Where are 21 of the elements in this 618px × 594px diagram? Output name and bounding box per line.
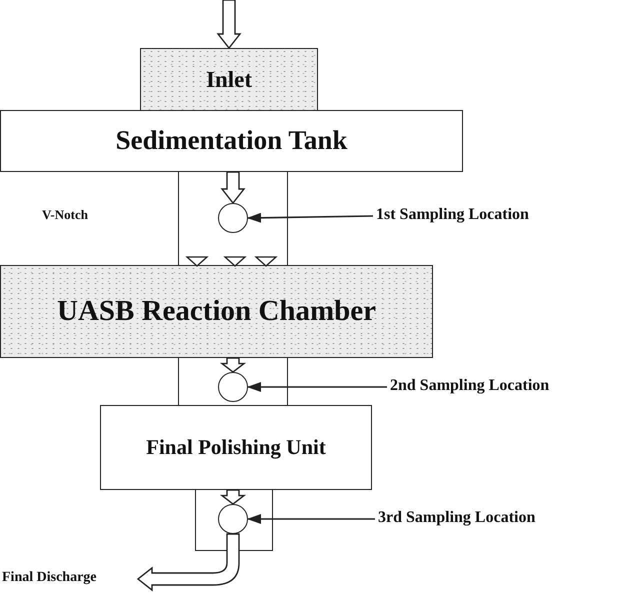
flow-arrow — [137, 533, 240, 591]
sedimentation-tank — [0, 110, 463, 172]
tank-label: UASB Reaction Chamber — [57, 296, 376, 328]
polishing-unit — [100, 405, 372, 490]
pointer-arrow — [247, 514, 375, 524]
flow-arrow — [220, 489, 246, 505]
tank-label: Inlet — [206, 66, 252, 92]
flow-arrow — [220, 357, 246, 373]
flow-arrow — [220, 171, 246, 204]
location-label: 1st Sampling Location — [376, 206, 529, 224]
tank-label: Final Polishing Unit — [146, 436, 326, 460]
location-label: Final Discharge — [2, 570, 96, 586]
v-notch-label: V-Notch — [42, 208, 88, 223]
location-label: 3rd Sampling Location — [378, 509, 536, 528]
pointer-arrow — [247, 212, 374, 223]
flow-arrow — [216, 0, 242, 50]
pointer-arrow — [247, 382, 387, 392]
reaction-chamber — [0, 265, 433, 358]
tank-label: Sedimentation Tank — [116, 126, 348, 156]
inlet-box — [140, 48, 318, 111]
location-label: 2nd Sampling Location — [390, 377, 550, 396]
